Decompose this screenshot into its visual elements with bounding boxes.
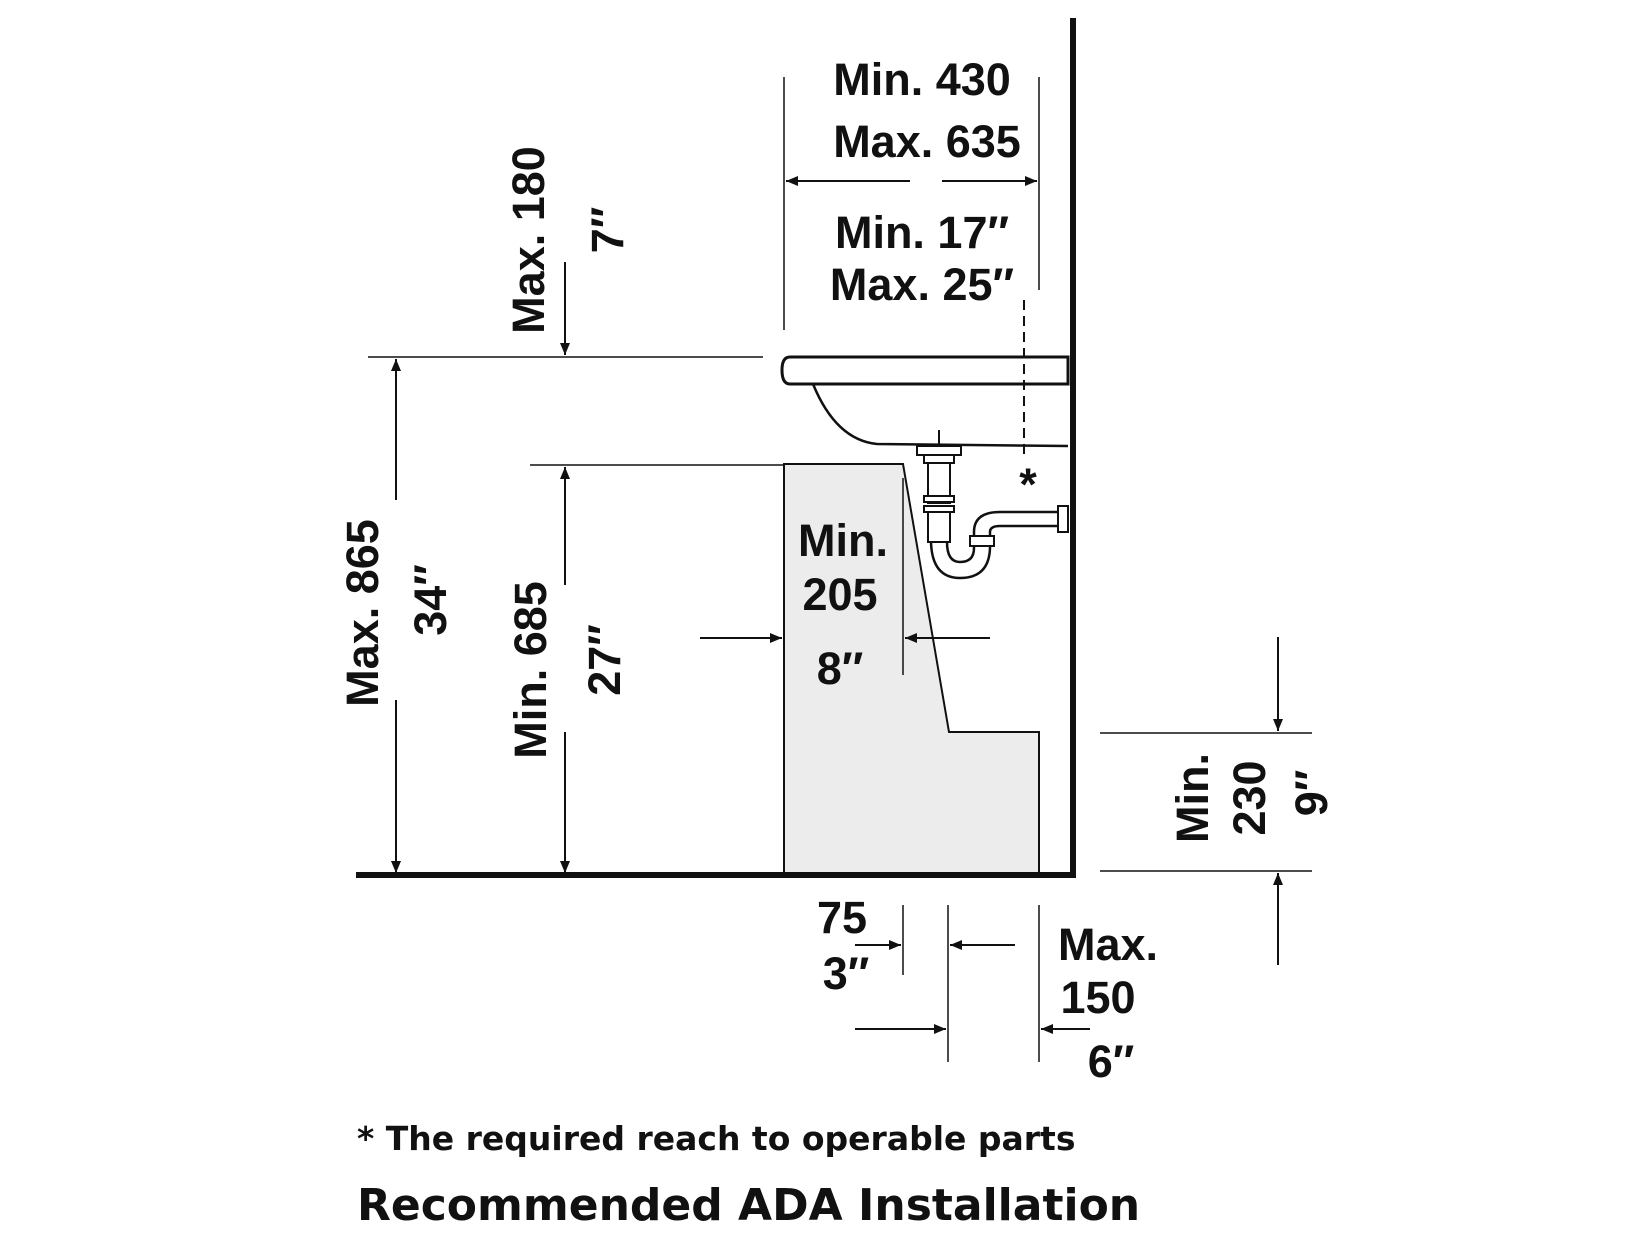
- top-min-in-label: Min. 17″: [835, 207, 1009, 258]
- toe-height-mm-label: 230: [1224, 760, 1275, 835]
- toe-step-in-label: 3″: [823, 948, 870, 999]
- toe-height-in-label: 9″: [1286, 770, 1337, 817]
- top-min-mm-label: Min. 430: [833, 54, 1011, 105]
- washbasin: [780, 355, 1070, 448]
- knee-height-in-label: 27″: [579, 624, 630, 696]
- above-rim-in-label: 7″: [582, 207, 633, 254]
- toe-height-min-label: Min.: [1167, 753, 1218, 843]
- rim-height-mm-label: Max. 865: [337, 519, 388, 707]
- footnote: * The required reach to operable parts: [357, 1119, 1075, 1158]
- toe-depth-mm-label: 150: [1060, 972, 1135, 1023]
- knee-depth-mm-label: 205: [802, 569, 877, 620]
- toe-step-mm-label: 75: [817, 892, 867, 943]
- extension-lines: [368, 77, 1312, 1062]
- rim-height-in-label: 34″: [405, 564, 456, 636]
- top-max-in-label: Max. 25″: [830, 259, 1014, 310]
- dimension-arrows: [391, 176, 1283, 1034]
- toe-depth-max-label: Max.: [1058, 919, 1158, 970]
- reach-asterisk: *: [1019, 459, 1037, 510]
- p-trap: [916, 430, 1069, 580]
- knee-depth-in-label: 8″: [817, 643, 864, 694]
- top-max-mm-label: Max. 635: [833, 116, 1021, 167]
- knee-height-mm-label: Min. 685: [505, 581, 556, 759]
- diagram-title: Recommended ADA Installation: [357, 1180, 1140, 1231]
- above-rim-mm-label: Max. 180: [503, 146, 554, 334]
- toe-depth-in-label: 6″: [1088, 1036, 1135, 1087]
- knee-depth-min-label: Min.: [798, 515, 888, 566]
